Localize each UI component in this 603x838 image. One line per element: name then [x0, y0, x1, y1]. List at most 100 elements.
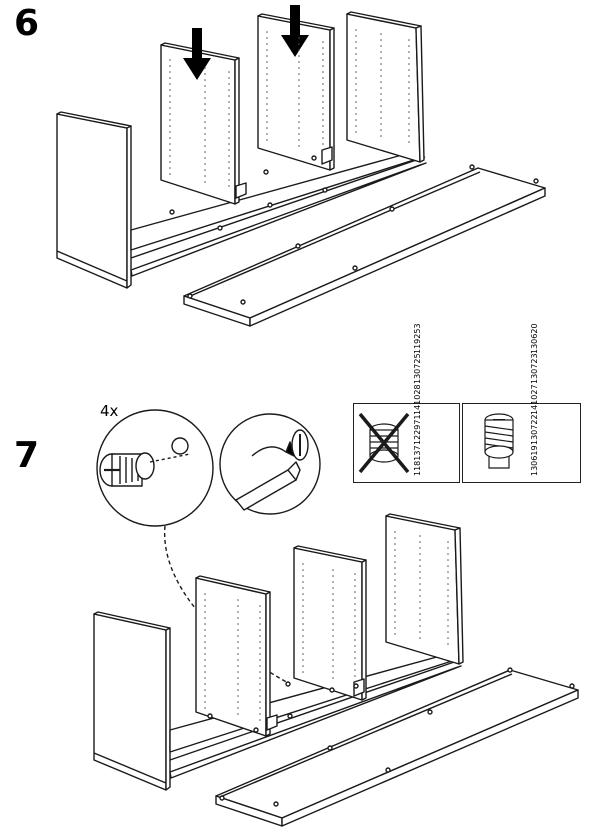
- pin-hole: [302, 605, 304, 607]
- pin-hole: [322, 53, 324, 55]
- incorrect-cam-lock-icon: [358, 412, 410, 474]
- pin-hole: [169, 137, 171, 139]
- pin-hole: [354, 627, 356, 629]
- pin-hole: [332, 641, 334, 643]
- pin-hole: [302, 647, 304, 649]
- pin-hole: [419, 565, 421, 567]
- pin-hole: [354, 585, 356, 587]
- pin-hole: [355, 65, 357, 67]
- pin-hole: [408, 51, 410, 53]
- pin-hole: [354, 681, 356, 683]
- pin-hole: [332, 599, 334, 601]
- pin-hole: [266, 37, 268, 39]
- pin-hole: [266, 139, 268, 141]
- pin-hole: [298, 85, 300, 87]
- pin-hole: [204, 617, 206, 619]
- down-arrow-icon: [183, 28, 211, 80]
- pin-hole: [169, 149, 171, 151]
- pin-hole: [354, 669, 356, 671]
- pin-hole: [259, 623, 261, 625]
- pin-hole: [204, 647, 206, 649]
- pin-hole: [228, 173, 230, 175]
- pin-hole: [355, 35, 357, 37]
- pin-hole: [259, 611, 261, 613]
- pin-hole: [266, 121, 268, 123]
- pin-hole: [419, 547, 421, 549]
- pin-hole: [204, 85, 206, 87]
- pin-hole: [259, 635, 261, 637]
- pin-hole: [394, 579, 396, 581]
- divider-panel-1-7: [195, 575, 278, 737]
- pin-hole: [298, 109, 300, 111]
- pin-hole: [394, 621, 396, 623]
- pin-hole: [266, 79, 268, 81]
- correct-part-codes: 130619 130722 141027 130723 130620: [530, 323, 539, 476]
- pin-hole: [394, 567, 396, 569]
- pin-hole: [408, 105, 410, 107]
- pin-hole: [380, 51, 382, 53]
- pin-hole: [354, 579, 356, 581]
- pin-hole: [266, 133, 268, 135]
- pin-hole: [266, 31, 268, 33]
- pin-hole: [447, 595, 449, 597]
- pin-hole: [169, 119, 171, 121]
- pin-hole: [355, 47, 357, 49]
- pin-hole: [380, 123, 382, 125]
- pin-hole: [322, 101, 324, 103]
- pin-hole: [169, 161, 171, 163]
- pin-hole: [302, 593, 304, 595]
- pin-hole: [228, 101, 230, 103]
- pin-hole: [228, 137, 230, 139]
- pin-hole: [322, 83, 324, 85]
- pin-hole: [447, 583, 449, 585]
- pin-hole: [322, 137, 324, 139]
- pin-hole: [380, 39, 382, 41]
- pin-hole: [322, 59, 324, 61]
- pin-hole: [237, 641, 239, 643]
- pin-hole: [169, 95, 171, 97]
- pin-hole: [355, 83, 357, 85]
- pin-hole: [259, 629, 261, 631]
- pin-hole: [408, 81, 410, 83]
- pin-hole: [204, 79, 206, 81]
- divider-panel-2-7: [293, 545, 367, 701]
- step-number-7: 7: [14, 435, 40, 476]
- pin-hole: [394, 555, 396, 557]
- pin-hole: [298, 79, 300, 81]
- side-panel-left-7: [93, 611, 171, 791]
- pin-hole: [169, 107, 171, 109]
- pin-hole: [266, 55, 268, 57]
- pin-hole: [204, 653, 206, 655]
- pin-hole: [447, 571, 449, 573]
- pin-hole: [394, 615, 396, 617]
- pin-hole: [169, 125, 171, 127]
- pin-hole: [354, 633, 356, 635]
- pin-hole: [259, 647, 261, 649]
- pin-hole: [204, 623, 206, 625]
- part-code: 141028: [413, 384, 422, 415]
- pin-hole: [302, 623, 304, 625]
- pin-hole: [259, 653, 261, 655]
- pin-hole: [355, 59, 357, 61]
- pin-hole: [332, 617, 334, 619]
- pin-hole: [322, 119, 324, 121]
- step-number-6: 6: [14, 3, 40, 44]
- pin-hole: [169, 71, 171, 73]
- pin-hole: [322, 113, 324, 115]
- pin-hole: [302, 665, 304, 667]
- pin-hole: [228, 95, 230, 97]
- pin-hole: [237, 635, 239, 637]
- part-code: 130722: [530, 414, 539, 446]
- pin-hole: [419, 571, 421, 573]
- part-code: 141027: [530, 384, 539, 415]
- pin-hole: [354, 657, 356, 659]
- pin-hole: [447, 541, 449, 543]
- pin-hole: [354, 621, 356, 623]
- pin-hole: [355, 119, 357, 121]
- pin-hole: [380, 99, 382, 101]
- pin-hole: [447, 553, 449, 555]
- pin-hole: [394, 627, 396, 629]
- pin-hole: [408, 129, 410, 131]
- pin-hole: [204, 109, 206, 111]
- pin-hole: [298, 67, 300, 69]
